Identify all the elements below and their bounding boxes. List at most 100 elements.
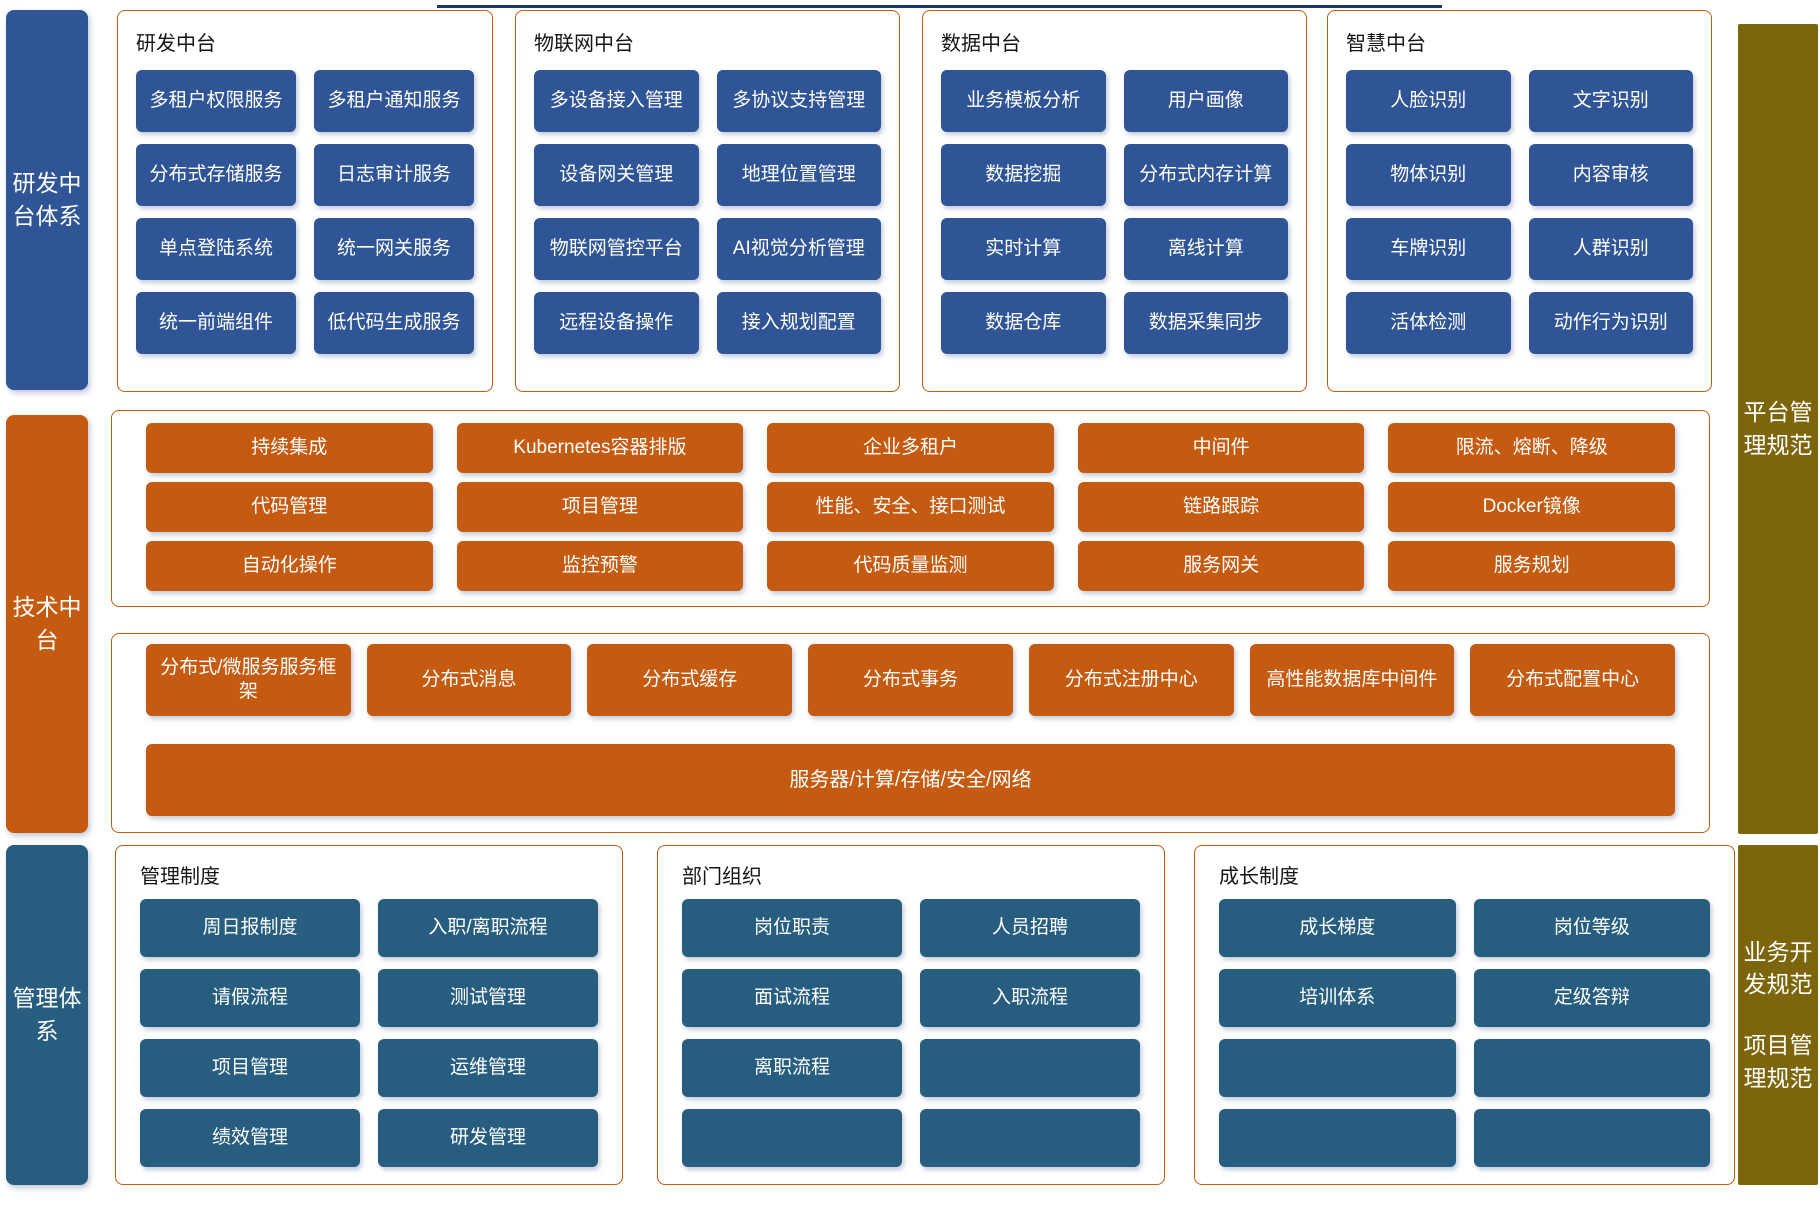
block: 业务模板分析 [941,70,1106,132]
block: 分布式缓存 [587,644,793,716]
panel-title: 管理制度 [140,866,220,888]
block: 用户画像 [1123,70,1288,132]
rail-rd-platform-system: 研发中台体系 [6,10,88,390]
block: 自动化操作 [146,541,433,591]
rail-management-system: 管理体系 [6,845,88,1185]
block: 多租户权限服务 [136,70,296,132]
block: 中间件 [1077,423,1365,473]
block: 面试流程 [682,969,902,1027]
rail-label: 技术中台 [12,594,82,653]
block: 接入规划配置 [716,292,881,354]
block: 入职流程 [920,969,1140,1027]
block: 统一前端组件 [136,292,296,354]
block: 分布式存储服务 [136,144,296,206]
block: 分布式/微服务服务框架 [146,644,351,716]
block: 分布式内存计算 [1123,144,1288,206]
block: 项目管理 [140,1039,360,1097]
panel-iot-platform: 物联网中台 多设备接入管理 多协议支持管理 设备网关管理 地理位置管理 物联网管… [515,10,900,392]
top-border-line [437,5,1442,8]
block: 分布式配置中心 [1470,644,1675,716]
panel-ai-platform: 智慧中台 人脸识别 文字识别 物体识别 内容审核 车牌识别 人群识别 活体检测 … [1327,10,1712,392]
block: 服务规划 [1388,541,1675,591]
block: 内容审核 [1528,144,1693,206]
rail-tech-platform: 技术中台 [6,415,88,833]
block [682,1109,902,1167]
block: 测试管理 [378,969,598,1027]
rail-label: 项目管理规范 [1743,1032,1813,1091]
server-base-bar: 服务器/计算/存储/安全/网络 [146,744,1675,816]
panel-grid: 分布式/微服务服务框架 分布式消息 分布式缓存 分布式事务 分布式注册中心 高性… [112,634,1709,716]
block: 分布式消息 [366,644,572,716]
block: 多协议支持管理 [716,70,881,132]
block: 物联网管控平台 [534,218,699,280]
block: 活体检测 [1346,292,1511,354]
block: 单点登陆系统 [136,218,296,280]
block: 数据仓库 [941,292,1106,354]
panel-department-org: 部门组织 岗位职责 人员招聘 面试流程 入职流程 离职流程 [657,845,1165,1185]
block: Kubernetes容器排版 [456,423,744,473]
rail-label: 研发中台体系 [12,170,82,229]
block: 物体识别 [1346,144,1511,206]
panel-title: 成长制度 [1219,866,1299,888]
block: 周日报制度 [140,899,360,957]
block [1219,1039,1456,1097]
block: 动作行为识别 [1528,292,1693,354]
block: 持续集成 [146,423,433,473]
block: 离线计算 [1123,218,1288,280]
block: 企业多租户 [767,423,1054,473]
block: AI视觉分析管理 [716,218,881,280]
block: 性能、安全、接口测试 [767,482,1054,532]
panel-grid: 多租户权限服务 多租户通知服务 分布式存储服务 日志审计服务 单点登陆系统 统一… [118,70,492,354]
block: 代码管理 [146,482,433,532]
block: 数据采集同步 [1123,292,1288,354]
block: 人员招聘 [920,899,1140,957]
block [920,1109,1140,1167]
panel-title: 研发中台 [136,33,216,55]
block: 岗位职责 [682,899,902,957]
panel-grid: 持续集成 Kubernetes容器排版 企业多租户 中间件 限流、熔断、降级 代… [112,411,1709,591]
block: Docker镜像 [1388,482,1675,532]
panel-data-platform: 数据中台 业务模板分析 用户画像 数据挖掘 分布式内存计算 实时计算 离线计算 … [922,10,1307,392]
block: 车牌识别 [1346,218,1511,280]
block: 地理位置管理 [716,144,881,206]
panel-grid: 岗位职责 人员招聘 面试流程 入职流程 离职流程 [658,899,1164,1167]
panel-title: 部门组织 [682,866,762,888]
block [920,1039,1140,1097]
rail-label: 管理体系 [12,985,82,1044]
block: 项目管理 [456,482,744,532]
panel-title: 数据中台 [941,33,1021,55]
block: 监控预警 [456,541,744,591]
block: 限流、熔断、降级 [1388,423,1675,473]
panel-management-rules: 管理制度 周日报制度 入职/离职流程 请假流程 测试管理 项目管理 运维管理 绩… [115,845,623,1185]
rail-platform-mgmt-standards: 平台管理规范 [1738,24,1818,834]
block: 离职流程 [682,1039,902,1097]
block: 请假流程 [140,969,360,1027]
panel-infrastructure: 分布式/微服务服务框架 分布式消息 分布式缓存 分布式事务 分布式注册中心 高性… [111,633,1710,833]
block: 分布式注册中心 [1028,644,1234,716]
block: 定级答辩 [1473,969,1710,1027]
block [1473,1039,1710,1097]
block: 人脸识别 [1346,70,1511,132]
panel-rd-platform: 研发中台 多租户权限服务 多租户通知服务 分布式存储服务 日志审计服务 单点登陆… [117,10,493,392]
panel-title: 物联网中台 [534,33,634,55]
block: 链路跟踪 [1077,482,1365,532]
block: 成长梯度 [1219,899,1456,957]
block: 统一网关服务 [314,218,474,280]
block: 代码质量监测 [767,541,1054,591]
block: 服务网关 [1077,541,1365,591]
block: 研发管理 [378,1109,598,1167]
block: 入职/离职流程 [378,899,598,957]
panel-grid: 人脸识别 文字识别 物体识别 内容审核 车牌识别 人群识别 活体检测 动作行为识… [1328,70,1711,354]
panel-tech-tools: 持续集成 Kubernetes容器排版 企业多租户 中间件 限流、熔断、降级 代… [111,410,1710,607]
panel-grid: 周日报制度 入职/离职流程 请假流程 测试管理 项目管理 运维管理 绩效管理 研… [116,899,622,1167]
rail-label: 平台管理规范 [1743,399,1813,458]
panel-growth-rules: 成长制度 成长梯度 岗位等级 培训体系 定级答辩 [1194,845,1735,1185]
block: 高性能数据库中间件 [1249,644,1455,716]
block: 培训体系 [1219,969,1456,1027]
block: 多租户通知服务 [314,70,474,132]
rail-label: 业务开发规范 [1743,938,1813,998]
block: 岗位等级 [1473,899,1710,957]
block: 运维管理 [378,1039,598,1097]
rail-biz-dev-standards: 业务开发规范 项目管理规范 [1738,845,1818,1185]
